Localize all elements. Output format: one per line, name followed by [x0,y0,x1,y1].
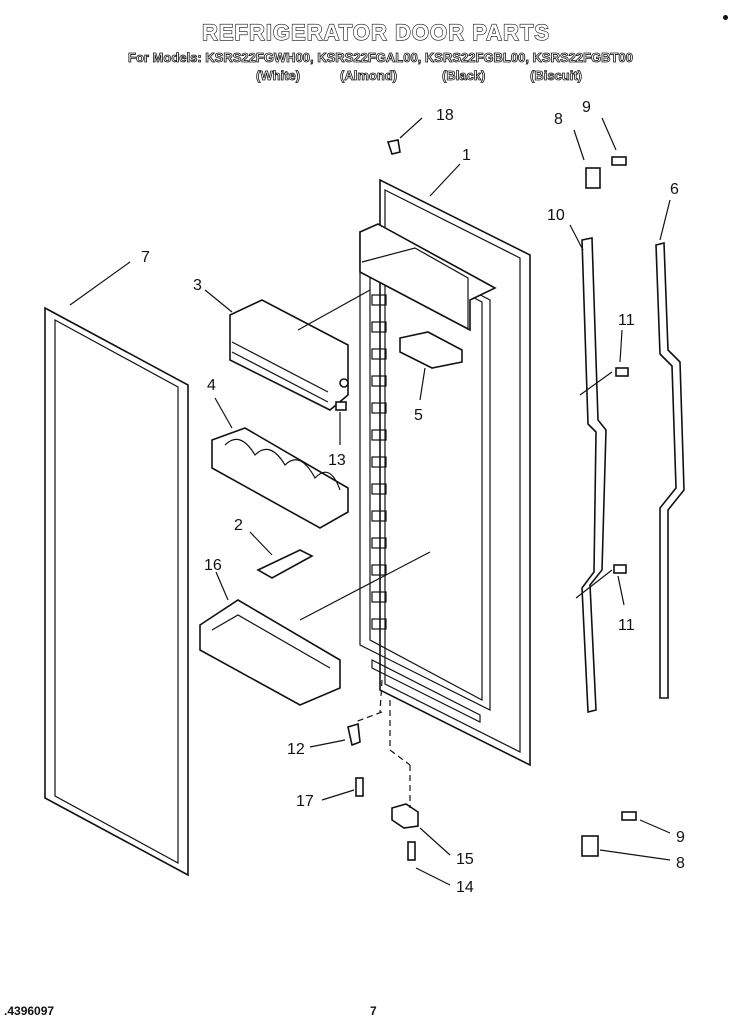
callout-6: 6 [670,181,679,198]
screw-bottom-part-9 [621,811,637,821]
callout-5: 5 [414,407,423,424]
color-label-biscuit: (Biscuit) [530,68,583,84]
leader-lines [69,117,671,886]
callout-15: 15 [456,851,474,868]
callout-9-top: 9 [582,99,591,116]
callout-16: 16 [204,557,222,574]
bracket-part-15 [391,803,419,829]
corner-dot [723,15,728,20]
callout-18: 18 [436,107,454,124]
bracket-part-10 [581,237,607,714]
callout-1: 1 [462,147,471,164]
color-label-black: (Black) [442,68,486,84]
callout-2: 2 [234,517,243,534]
diagram-title: REFRIGERATOR DOOR PARTS [201,19,551,45]
models-line: For Models: KSRS22FGWH00, KSRS22FGAL00, … [128,50,634,66]
page-number: 7 [370,1004,377,1018]
door-assembly-part-1 [359,178,531,767]
trim-part-6 [655,241,685,699]
callout-4: 4 [207,377,216,394]
callout-8-bottom: 8 [676,855,685,872]
callout-14: 14 [456,879,474,896]
hinge-bottom-part-8 [581,835,599,857]
screw-part-13 [335,401,347,411]
bin-part-3 [229,299,349,411]
tray-part-5 [399,331,463,369]
callout-numbers: 18 1 8 9 6 10 7 3 11 5 4 13 2 16 11 12 1… [141,99,685,896]
callout-7: 7 [141,249,150,266]
door-bin-part-16 [199,599,341,706]
screw-part-17 [355,777,364,797]
callout-11-lower: 11 [618,617,635,634]
doc-number: .4396097 [4,1004,55,1018]
callout-9-bottom: 9 [676,829,685,846]
gasket-part-7 [44,306,189,877]
hinge-pin-part-12 [347,722,361,747]
screw-top-part-9 [611,156,627,166]
callout-8-top: 8 [554,111,563,128]
screw-part-14 [407,841,416,861]
egg-tray-part-4 [211,427,349,529]
callout-3: 3 [193,277,202,294]
plug-part-18 [386,139,401,155]
callout-10: 10 [547,207,565,224]
callout-11-upper: 11 [618,312,635,329]
screw-part-11-lower [613,564,627,574]
color-label-white: (White) [256,68,301,84]
screw-part-11-upper [615,367,629,377]
hinge-top-part-8 [585,167,601,189]
color-label-almond: (Almond) [340,68,398,84]
callout-13: 13 [328,452,346,469]
callout-17: 17 [296,793,314,810]
clip-part-2 [256,549,314,579]
callout-12: 12 [287,741,305,758]
